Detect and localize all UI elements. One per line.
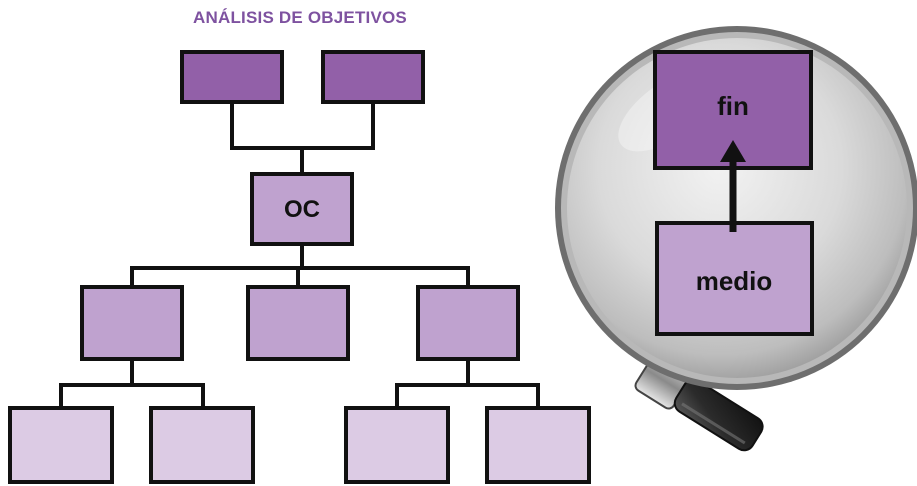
end-box [321, 50, 425, 104]
central-objective-label: OC [284, 196, 320, 223]
connector-right-submeans [395, 383, 540, 408]
magnifier-lens [567, 38, 907, 378]
mean-box [416, 285, 520, 361]
mean-box [246, 285, 350, 361]
sub-mean-box [8, 406, 114, 484]
sub-mean-box [485, 406, 591, 484]
sub-mean-box [149, 406, 255, 484]
magnifier-handle [673, 378, 764, 452]
connector-ends [230, 102, 375, 150]
end-label: fin [717, 91, 749, 121]
sub-mean-box [344, 406, 450, 484]
end-box [180, 50, 284, 104]
connector-left-submeans [59, 383, 205, 408]
arrow-head-icon [720, 140, 746, 162]
diagram-title: ANÁLISIS DE OBJETIVOS [193, 8, 407, 27]
means-label: medio [696, 266, 773, 296]
mean-box [80, 285, 184, 361]
tree-connectors [59, 102, 540, 408]
means-box-magnified [655, 221, 814, 336]
central-objective-box [250, 172, 354, 246]
magnifying-glass-icon: fin medio [555, 26, 917, 452]
